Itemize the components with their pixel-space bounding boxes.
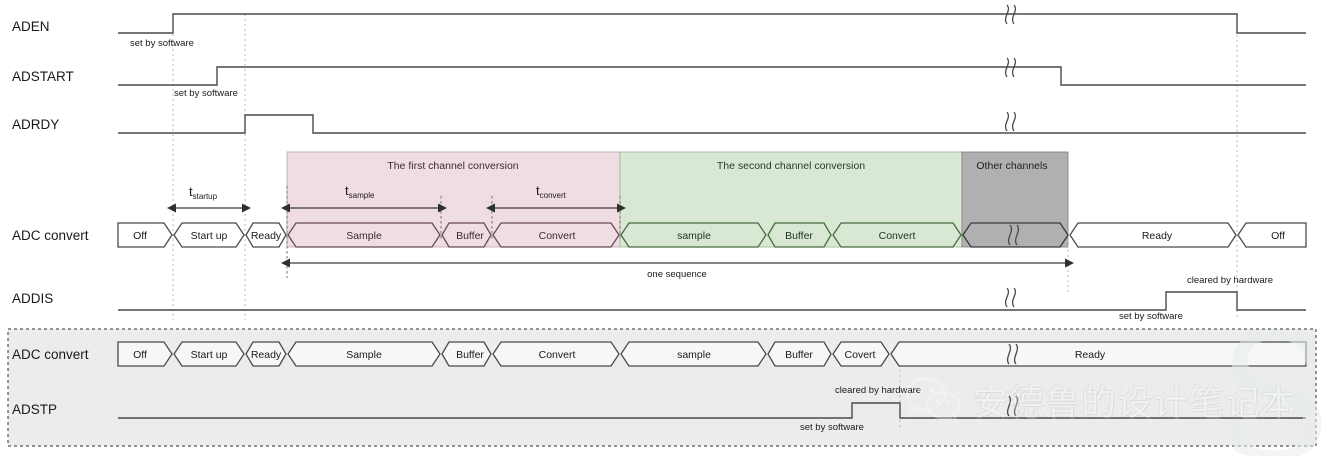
state-label-buffer-bottom: Buffer [456,349,484,361]
signal-label-addis: ADDIS [12,291,53,306]
band-title-first: The first channel conversion [387,160,518,172]
signal-label-aden: ADEN [12,19,50,34]
state-cell-convert-bottom [492,341,620,367]
state-cell-off [117,222,173,248]
signal-label-adc-convert: ADC convert [12,228,89,243]
adc-convert-bottom-track: Off Start up Ready Sample Buffer Convert… [117,341,1307,367]
state-cell-ready-bottom [245,341,287,367]
state-label-sample-2-bottom: sample [677,349,711,361]
state-cell-sample [287,222,441,248]
state-cell-convert [492,222,620,248]
waveform-aden [118,13,1306,34]
waveform-adstp [118,402,1306,419]
band-title-other: Other channels [976,160,1047,172]
signal-label-adstp: ADSTP [12,402,57,417]
state-label-off: Off [133,230,147,242]
state-cell-off-2 [1237,222,1307,248]
state-label-off-2: Off [1271,230,1285,242]
break-symbol-adstart [1004,57,1017,78]
break-symbol-adc-convert [1007,224,1020,246]
state-label-ready-2: Ready [1142,230,1173,242]
signal-label-adstart: ADSTART [12,69,74,84]
state-cell-buffer [441,222,492,248]
break-symbol-adc-convert-bottom [1006,343,1019,365]
annotation-addis-cleared: cleared by hardware [1187,275,1273,286]
state-cell-sample-bottom [287,341,441,367]
state-label-sample-2: sample [677,230,711,242]
state-cell-ready-2 [1069,222,1237,248]
state-label-startup-bottom: Start up [191,349,228,361]
state-cell-convert-2 [832,222,962,248]
break-symbol-adrdy [1004,111,1017,132]
annotation-adstart-set: set by software [174,88,238,99]
state-label-sample-bottom: Sample [346,349,382,361]
annotation-adstp-set: set by software [800,422,864,433]
state-cell-ready-bottom-right [890,341,1307,367]
state-cell-buffer-2-bottom [767,341,832,367]
tconvert-label: tconvert [536,183,567,200]
band-title-second: The second channel conversion [717,160,865,172]
state-label-convert-bottom: Convert [539,349,576,361]
signal-label-adc-convert-bottom: ADC convert [12,347,89,362]
annotation-addis-set: set by software [1119,311,1183,322]
state-label-convert-2: Convert [879,230,916,242]
state-cell-buffer-bottom [441,341,492,367]
state-cell-startup-bottom [173,341,245,367]
tstartup-label: tstartup [189,184,218,201]
state-label-sample: Sample [346,230,382,242]
annotation-adstp-cleared: cleared by hardware [835,385,921,396]
state-cell-sample-2 [620,222,767,248]
state-label-buffer-2-bottom: Buffer [785,349,813,361]
state-label-buffer: Buffer [456,230,484,242]
state-label-covert-bottom: Covert [845,349,876,361]
state-label-startup: Start up [191,230,228,242]
state-label-ready-bottom: Ready [251,349,282,361]
state-label-ready-bottom-right: Ready [1075,349,1106,361]
tsample-label: tsample [345,183,375,200]
annotation-aden-set: set by software [130,38,194,49]
one-sequence-label: one sequence [647,269,707,280]
waveform-addis [118,291,1306,311]
state-cell-other-channels [962,222,1069,248]
state-cell-buffer-2 [767,222,832,248]
break-symbol-adstp [1006,395,1019,417]
state-cell-covert-bottom [832,341,890,367]
state-label-buffer-2: Buffer [785,230,813,242]
state-cell-sample-2-bottom [620,341,767,367]
state-cell-off-bottom [117,341,173,367]
break-symbol-aden [1004,4,1017,25]
adc-convert-track: Off Start up Ready Sample Buffer Convert… [117,222,1307,248]
state-label-convert: Convert [539,230,576,242]
signal-label-adrdy: ADRDY [12,117,59,132]
state-cell-startup [173,222,245,248]
state-label-ready: Ready [251,230,282,242]
state-cell-ready [245,222,287,248]
state-label-off-bottom: Off [133,349,147,361]
waveform-adrdy [118,114,1306,134]
waveform-adstart [118,66,1306,86]
break-symbol-addis [1004,287,1017,308]
